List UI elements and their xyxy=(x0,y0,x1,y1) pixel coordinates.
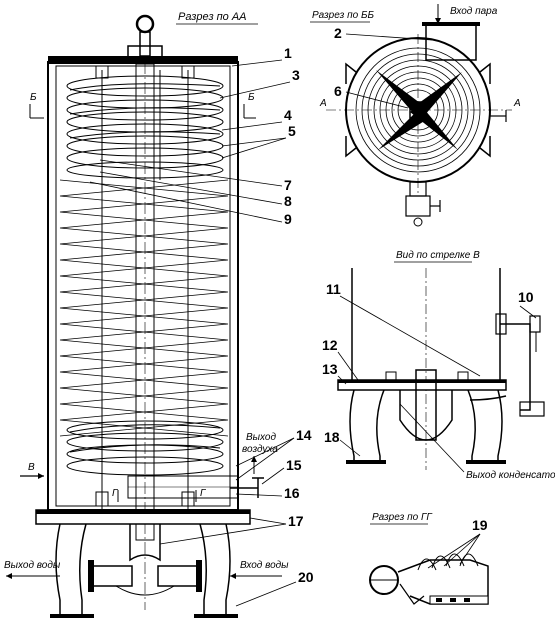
callout-7: 7 xyxy=(284,177,292,193)
section-gg: Разрез по ГГ 19 xyxy=(369,512,489,605)
callout-4: 4 xyxy=(284,107,292,123)
callout-6: 6 xyxy=(334,83,342,99)
title-section-bb: Разрез по ББ xyxy=(312,10,374,21)
callout-11: 11 xyxy=(326,281,341,297)
title-view-arrow-v: Вид по стрелке В xyxy=(396,250,480,261)
callout-20: 20 xyxy=(298,569,314,585)
lid xyxy=(48,56,238,64)
section-mark-a-left: А xyxy=(319,98,327,109)
callout-8: 8 xyxy=(284,193,292,209)
callout-14: 14 xyxy=(296,427,312,443)
label-water-out: Выход воды xyxy=(4,560,61,571)
inner-shell xyxy=(55,65,231,507)
callout-3: 3 xyxy=(292,67,300,83)
callouts-main: 1 3 4 5 7 8 9 14 15 16 17 20 xyxy=(89,45,314,607)
title-section-gg: Разрез по ГГ xyxy=(372,512,433,523)
callout-13: 13 xyxy=(322,361,338,377)
callout-10: 10 xyxy=(518,289,534,305)
bottom-coils xyxy=(66,420,224,476)
label-water-in: Вход воды xyxy=(240,560,289,571)
title-section-aa: Разрез по АА xyxy=(178,11,247,23)
callout-2: 2 xyxy=(334,25,342,41)
label-condensate-out: Выход конденсатора xyxy=(466,470,555,481)
view-mark-v: В xyxy=(28,462,35,473)
section-mark-a-right: А xyxy=(513,98,521,109)
eye-stem xyxy=(139,31,151,57)
section-mark-g-left: Г xyxy=(112,488,119,499)
callout-12: 12 xyxy=(322,337,338,353)
main-section-aa xyxy=(29,14,264,618)
section-mark-g-right: Г xyxy=(200,488,207,499)
view-arrow-v: Вид по стрелке В Выход конденсатора 11 xyxy=(322,250,555,481)
callout-17: 17 xyxy=(288,513,304,529)
label-air-out-2: воздуха xyxy=(242,444,278,455)
callout-9: 9 xyxy=(284,211,292,227)
section-mark-b-left: Б xyxy=(30,92,37,103)
callout-16: 16 xyxy=(284,485,300,501)
label-air-out-1: Выход xyxy=(246,432,276,443)
callout-15: 15 xyxy=(286,457,302,473)
lifting-eye xyxy=(135,14,155,34)
section-bb: Разрез по ББ Вход пара xyxy=(310,4,521,227)
section-mark-b-right: Б xyxy=(248,92,255,103)
callout-19: 19 xyxy=(472,517,488,533)
helical-coil xyxy=(59,179,229,437)
callout-1: 1 xyxy=(284,45,292,61)
label-steam-in: Вход пара xyxy=(450,6,498,17)
top-coils xyxy=(66,75,224,179)
callout-5: 5 xyxy=(288,123,296,139)
callout-18: 18 xyxy=(324,429,340,445)
